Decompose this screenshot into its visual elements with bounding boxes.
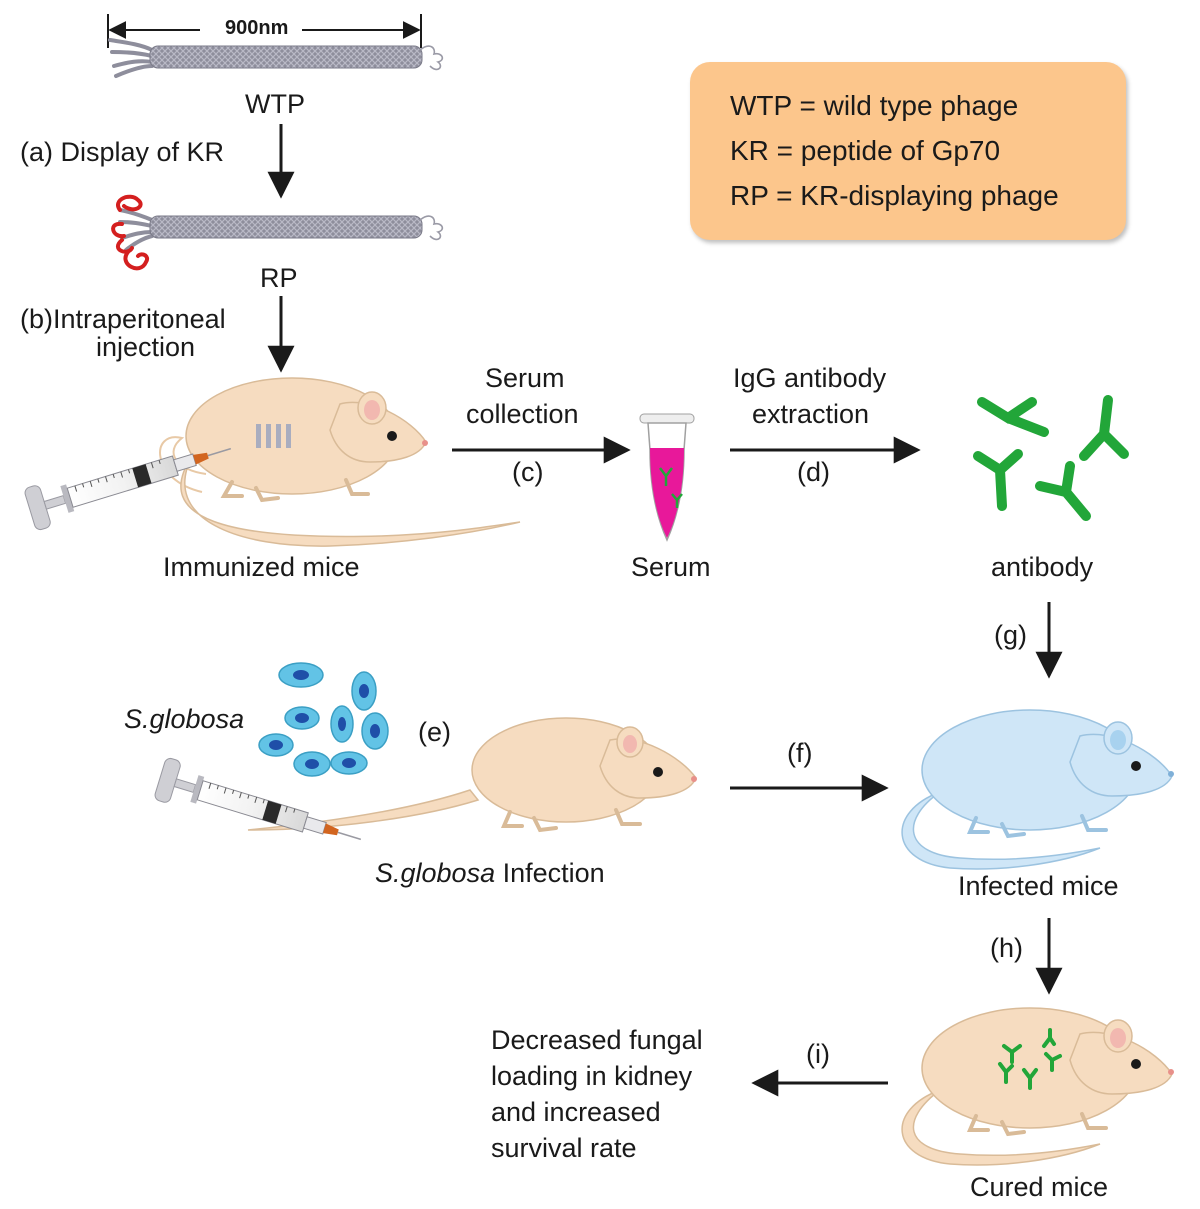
label-serum: Serum	[631, 552, 711, 582]
label-step-c: (c)	[512, 457, 544, 487]
scale-label: 900nm	[225, 17, 289, 39]
label-cured-mice: Cured mice	[970, 1172, 1109, 1202]
legend-item-kr: KR = peptide of Gp70	[730, 135, 1001, 166]
wild-type-phage-icon	[108, 38, 444, 78]
label-step-f: (f)	[787, 738, 813, 768]
outcome-line1: Decreased fungal	[491, 1025, 703, 1055]
kr-displaying-phage-icon	[111, 194, 444, 271]
label-serum-collection-line1: Serum	[485, 363, 565, 393]
label-antibody: antibody	[991, 552, 1094, 582]
label-immunized-mice: Immunized mice	[163, 552, 360, 582]
label-step-b-line2: injection	[96, 332, 196, 362]
label-infection-word: Infection	[495, 858, 605, 888]
fungal-cells-icon	[258, 662, 389, 777]
infection-mouse-icon	[247, 717, 697, 833]
scale-bar	[107, 14, 422, 48]
label-step-e: (e)	[418, 717, 451, 747]
syringe-icon	[24, 447, 232, 531]
label-step-h: (h)	[990, 933, 1023, 963]
label-step-g: (g)	[994, 620, 1027, 650]
outcome-line3: and increased	[491, 1097, 661, 1127]
cured-mouse-icon	[901, 1007, 1174, 1166]
label-serum-collection-line2: collection	[466, 399, 579, 429]
legend-item-rp: RP = KR-displaying phage	[730, 180, 1059, 211]
label-wtp: WTP	[245, 89, 305, 119]
label-igg-line1: IgG antibody	[733, 363, 887, 393]
label-rp: RP	[260, 263, 298, 293]
label-step-b-line1: (b)Intraperitoneal	[20, 304, 226, 334]
immunized-mouse-icon	[159, 377, 521, 547]
label-infection-species: S.globosa	[375, 858, 496, 888]
label-step-d: (d)	[797, 457, 830, 487]
label-igg-line2: extraction	[752, 399, 870, 429]
outcome-line4: survival rate	[491, 1133, 637, 1163]
serum-tube-icon	[639, 413, 695, 542]
legend-item-wtp: WTP = wild type phage	[730, 90, 1019, 121]
label-infected-mice: Infected mice	[958, 871, 1119, 901]
label-s-globosa: S.globosa	[124, 704, 245, 734]
outcome-line2: loading in kidney	[491, 1061, 693, 1091]
label-step-i: (i)	[806, 1039, 830, 1069]
label-step-a: (a) Display of KR	[20, 137, 225, 167]
label-infection: S.globosa Infection	[375, 857, 605, 889]
legend-box: WTP = wild type phage KR = peptide of Gp…	[690, 62, 1126, 240]
infection-syringe-icon	[154, 757, 362, 841]
infected-mouse-icon	[901, 709, 1174, 870]
antibody-icon	[973, 395, 1129, 521]
